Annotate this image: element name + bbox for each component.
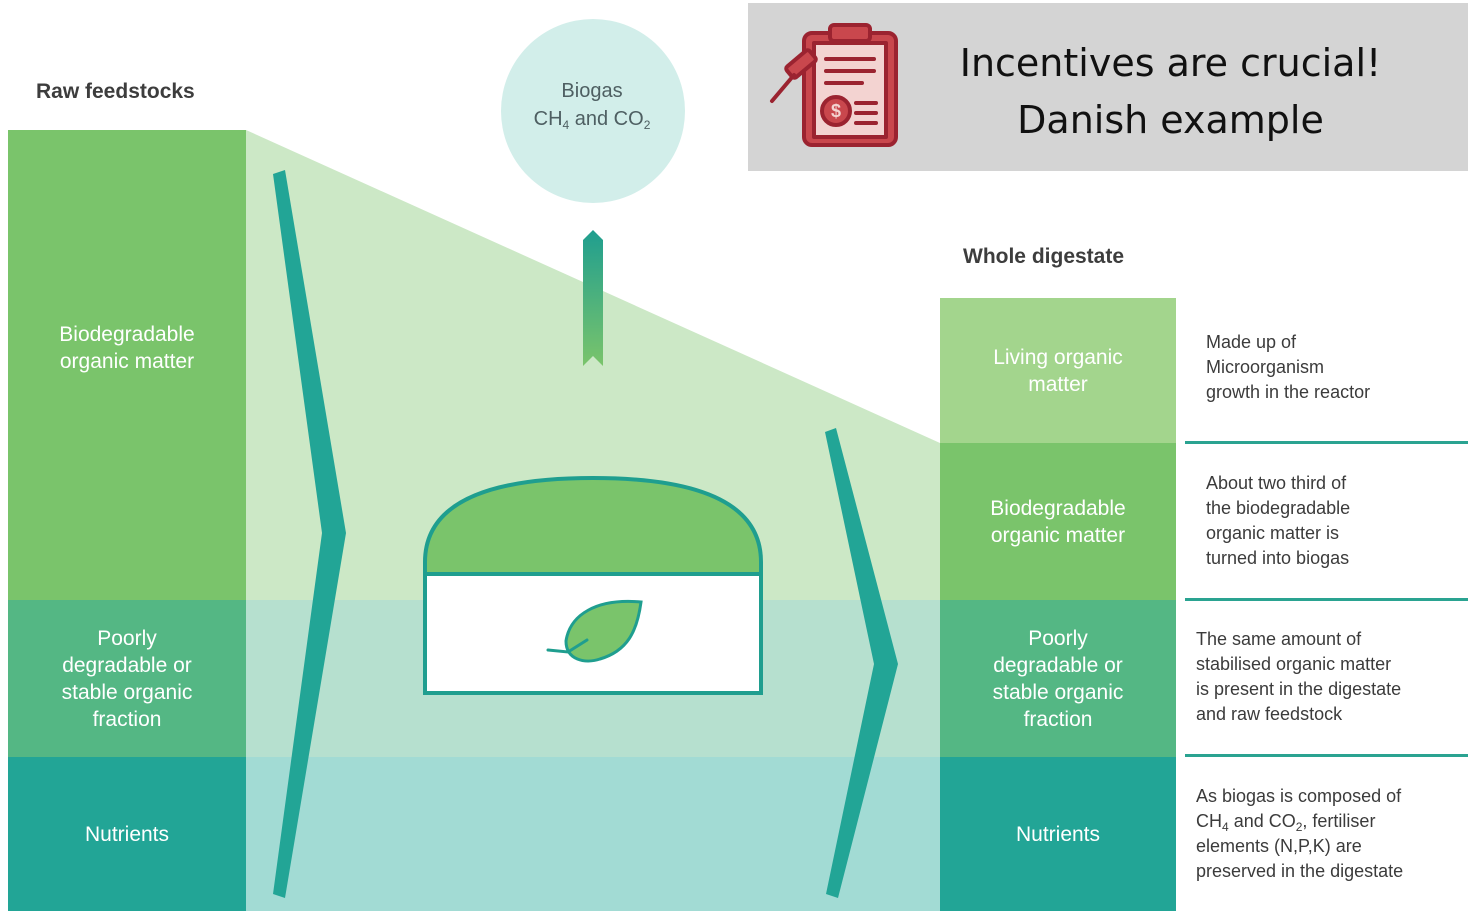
poorly-description: The same amount of stabilised organic ma… — [1196, 629, 1402, 724]
biogas-label: Biogas CH4 and CO2 — [500, 77, 684, 133]
biogas-up-arrow — [583, 230, 603, 366]
right-chevron — [825, 428, 898, 898]
divider-3 — [1185, 754, 1468, 757]
raw-biodegradable-label: Biodegradable organic matter — [59, 322, 195, 373]
digester-dome — [423, 475, 763, 576]
svg-text:$: $ — [831, 101, 841, 121]
biogas-title: Biogas — [561, 80, 623, 102]
raw-biodegradable-box: Biodegradable organic matter — [8, 130, 246, 600]
biodegradable-description: About two third of the biodegradable org… — [1206, 473, 1351, 568]
digestate-nutrients-box: Nutrients — [940, 757, 1176, 911]
digestate-living-label: Living organic matter — [993, 345, 1123, 396]
banner-title: Incentives are crucial! Danish example — [959, 41, 1382, 142]
raw-feedstocks-heading: Raw feedstocks — [36, 80, 195, 103]
nutrients-description: As biogas is composed of CH4 and CO2, fe… — [1196, 786, 1404, 881]
incentives-banner: $ Incentives are crucial! Danish example — [748, 3, 1468, 171]
raw-poorly-degradable-label: Poorly degradable or stable organic frac… — [61, 626, 193, 731]
digestate-biodegradable-box: Biodegradable organic matter — [940, 443, 1176, 600]
biogas-bubble — [501, 19, 685, 203]
digestate-biodegradable-label: Biodegradable organic matter — [990, 496, 1126, 547]
digestate-poorly-degradable-label: Poorly degradable or stable organic frac… — [992, 626, 1124, 731]
clipboard-gavel-dollar-icon: $ — [770, 23, 898, 147]
nutrients-band — [246, 757, 940, 911]
digestate-nutrients-label: Nutrients — [1015, 822, 1101, 846]
digestate-living-box: Living organic matter — [940, 298, 1176, 443]
digestate-poorly-degradable-box: Poorly degradable or stable organic frac… — [940, 600, 1176, 757]
living-description: Made up of Microorganism growth in the r… — [1206, 332, 1371, 402]
divider-1 — [1185, 441, 1468, 444]
organic-flow-band — [246, 130, 940, 600]
biogas-formula: CH4 and CO2 — [533, 108, 651, 132]
whole-digestate-heading: Whole digestate — [963, 245, 1125, 268]
left-chevron — [273, 170, 346, 898]
raw-nutrients-box: Nutrients — [8, 757, 246, 911]
divider-2 — [1185, 598, 1468, 601]
digester-body — [423, 572, 763, 695]
raw-poorly-degradable-box: Poorly degradable or stable organic frac… — [8, 600, 246, 757]
leaf-icon — [546, 599, 643, 663]
raw-nutrients-label: Nutrients — [84, 822, 170, 846]
